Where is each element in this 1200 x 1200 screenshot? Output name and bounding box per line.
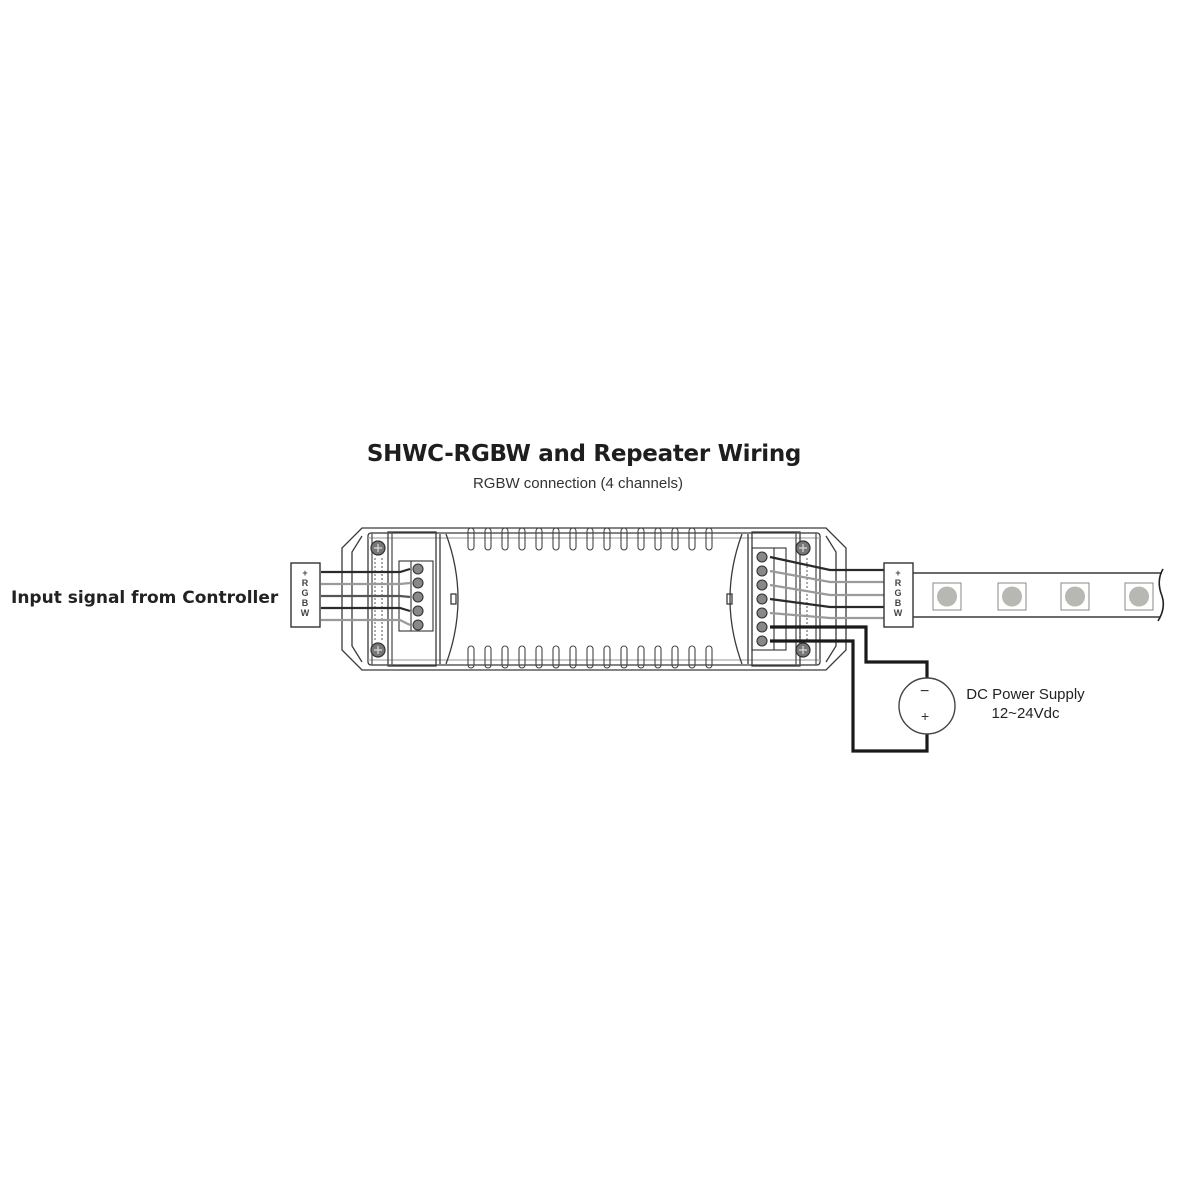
input-connector bbox=[290, 562, 321, 628]
pin-plus: + bbox=[895, 568, 901, 578]
pin-r: R bbox=[894, 578, 902, 588]
output-connector bbox=[883, 562, 914, 628]
power-supply-symbol bbox=[898, 677, 956, 735]
diagram-title: SHWC-RGBW and Repeater Wiring bbox=[366, 441, 802, 467]
led-chip bbox=[997, 582, 1027, 611]
psu-minus-symbol: − bbox=[920, 683, 930, 700]
vent-slots-bottom bbox=[467, 645, 713, 669]
input-connector-pins: + R G B W bbox=[291, 568, 319, 618]
pin-r: R bbox=[301, 578, 309, 588]
pin-g: G bbox=[894, 588, 902, 598]
diagram-subtitle: RGBW connection (4 channels) bbox=[472, 475, 684, 492]
power-supply-label: DC Power Supply 12~24Vdc bbox=[958, 685, 1093, 723]
pin-b: B bbox=[894, 598, 902, 608]
vent-slots-top bbox=[467, 527, 713, 551]
psu-voltage: 12~24Vdc bbox=[991, 705, 1060, 722]
mounting-screws bbox=[370, 540, 811, 658]
pin-w: W bbox=[300, 608, 310, 618]
output-terminal-block bbox=[751, 547, 787, 651]
input-wires bbox=[321, 567, 411, 626]
input-terminal-block bbox=[398, 560, 434, 632]
led-strip bbox=[913, 568, 1165, 622]
pin-plus: + bbox=[302, 568, 308, 578]
power-wires bbox=[770, 625, 929, 753]
pin-w: W bbox=[893, 608, 903, 618]
pin-g: G bbox=[301, 588, 309, 598]
repeater-housing bbox=[341, 527, 847, 671]
psu-plus-symbol: + bbox=[921, 708, 930, 724]
psu-name: DC Power Supply bbox=[966, 686, 1085, 703]
pin-b: B bbox=[301, 598, 309, 608]
led-chip bbox=[932, 582, 962, 611]
output-wires bbox=[769, 555, 884, 620]
input-signal-label: Input signal from Controller bbox=[11, 588, 279, 608]
led-chip bbox=[1124, 582, 1154, 611]
output-connector-pins: + R G B W bbox=[884, 568, 912, 618]
led-chip bbox=[1060, 582, 1090, 611]
